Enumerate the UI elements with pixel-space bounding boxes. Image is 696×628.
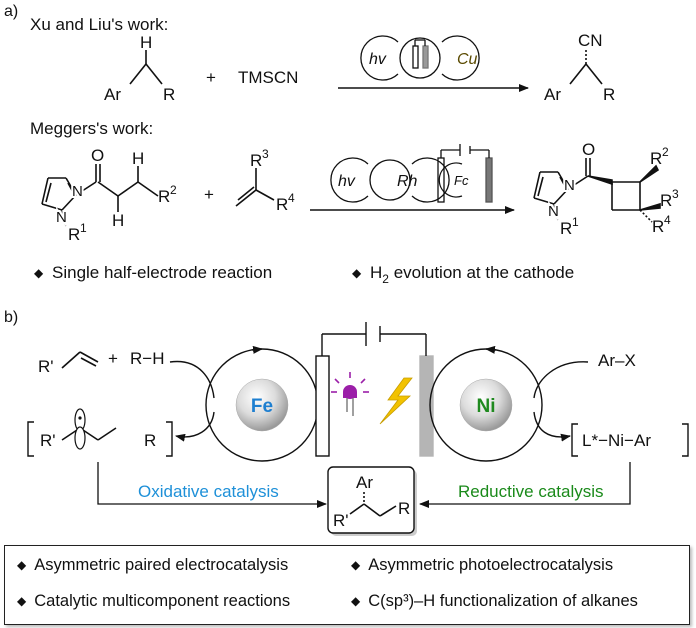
- led-light-icon: [331, 372, 369, 416]
- svg-text:1: 1: [572, 215, 579, 229]
- meggers-reactant: [41, 164, 159, 227]
- svg-text:H: H: [132, 149, 144, 168]
- meggers-catalytic-cycles: [330, 144, 493, 203]
- xu-liu-catalytic-cycles: [360, 35, 480, 81]
- oxidative-catalysis-label: Oxidative catalysis: [138, 482, 279, 501]
- svg-text:R: R: [163, 85, 175, 104]
- plus-sign-2: +: [204, 185, 214, 204]
- meggers-reactant-labels: O H H R 2 N N R 1: [54, 146, 177, 244]
- svg-text:N: N: [564, 177, 575, 194]
- svg-text:N: N: [548, 203, 559, 220]
- rh-substrate: R−H: [130, 349, 164, 368]
- svg-text:R: R: [158, 187, 170, 206]
- svg-text:R: R: [398, 499, 410, 518]
- ni-cycle: Ni: [429, 345, 589, 462]
- product-box: Ar R' R: [327, 466, 417, 536]
- plus-sign-3: +: [108, 349, 118, 368]
- bullet-item: ◆C(sp³)–H functionalization of alkanes: [351, 592, 638, 610]
- reductive-catalysis-label: Reductive catalysis: [458, 482, 604, 501]
- cu-label: Cu: [457, 51, 478, 68]
- note-bullet-2: ◆: [352, 266, 362, 280]
- svg-text:R: R: [68, 225, 80, 244]
- ni-catalyst-label: Ni: [477, 396, 496, 417]
- svg-text:Ar: Ar: [544, 85, 561, 104]
- fe-cycle: Fe: [169, 345, 319, 462]
- svg-text:CN: CN: [578, 31, 603, 50]
- svg-text:R: R: [652, 217, 664, 236]
- hv-label-2: hv: [338, 173, 356, 190]
- r3-sup: 3: [262, 147, 269, 161]
- plus-sign: +: [206, 68, 216, 87]
- oxidative-arrow: [97, 462, 327, 508]
- bullet-item: ◆Asymmetric paired electrocatalysis: [17, 556, 289, 574]
- svg-text:R: R: [603, 85, 615, 104]
- svg-text:N: N: [72, 183, 83, 200]
- summary-box: ◆Asymmetric paired electrocatalysis ◆Asy…: [4, 545, 690, 625]
- reductive-arrow: [419, 462, 631, 508]
- radical-intermediate: R' R: [27, 408, 173, 457]
- svg-text:R: R: [660, 191, 672, 210]
- meggers-product: [533, 158, 661, 223]
- svg-text:2: 2: [662, 145, 669, 159]
- svg-text:R: R: [560, 219, 572, 238]
- panel-b-label: b): [4, 309, 18, 326]
- svg-text:N: N: [56, 209, 67, 226]
- svg-text:H: H: [140, 33, 152, 52]
- tmscn-reagent: TMSCN: [238, 68, 298, 87]
- lightning-bolt-icon: [379, 377, 413, 425]
- svg-text:O: O: [582, 140, 595, 159]
- svg-text:3: 3: [672, 187, 679, 201]
- bullet-item: ◆Catalytic multicomponent reactions: [17, 592, 291, 610]
- svg-text:R: R: [650, 149, 662, 168]
- svg-text:R': R': [333, 511, 349, 530]
- svg-text:Ar: Ar: [356, 473, 373, 492]
- svg-text:L*−Ni−Ar: L*−Ni−Ar: [582, 431, 651, 450]
- svg-text:H: H: [112, 211, 124, 230]
- electrode-cell: [315, 322, 434, 457]
- fc-label: Fc: [454, 173, 469, 188]
- xu-liu-reactant: H Ar R: [104, 33, 175, 104]
- svg-text:4: 4: [664, 213, 671, 227]
- note-h2-evolution: H2 evolution at the cathode: [370, 263, 574, 286]
- xu-liu-title: Xu and Liu's work:: [30, 15, 168, 34]
- rh-label: Rh: [397, 173, 418, 190]
- note-single-half-electrode: Single half-electrode reaction: [52, 263, 272, 282]
- svg-text:2: 2: [170, 183, 177, 197]
- alkene-r-label: R': [38, 357, 54, 376]
- meggers-alkene: [235, 168, 275, 207]
- alkene-substrate: [61, 351, 99, 369]
- svg-text:R': R': [40, 431, 56, 450]
- svg-text:O: O: [91, 146, 104, 165]
- svg-text:Ar: Ar: [104, 85, 121, 104]
- r4-label: R: [276, 195, 288, 214]
- r4-sup: 4: [288, 191, 295, 205]
- fe-catalyst-label: Fe: [251, 396, 273, 417]
- aryl-halide: Ar–X: [598, 351, 636, 370]
- r3-label: R: [250, 151, 262, 170]
- nickel-complex: L*−Ni−Ar: [571, 423, 689, 457]
- note-bullet-1: ◆: [34, 266, 44, 280]
- meggers-title: Meggers's work:: [30, 119, 153, 138]
- panel-a-label: a): [4, 3, 18, 20]
- meggers-product-labels: O R 2 R 3 R 4 N N R 1: [546, 140, 679, 238]
- svg-text:1: 1: [80, 221, 87, 235]
- bullet-item: ◆Asymmetric photoelectrocatalysis: [351, 556, 614, 574]
- xu-liu-product: CN Ar R: [544, 31, 615, 104]
- svg-text:R: R: [144, 431, 156, 450]
- hv-label: hv: [369, 51, 387, 68]
